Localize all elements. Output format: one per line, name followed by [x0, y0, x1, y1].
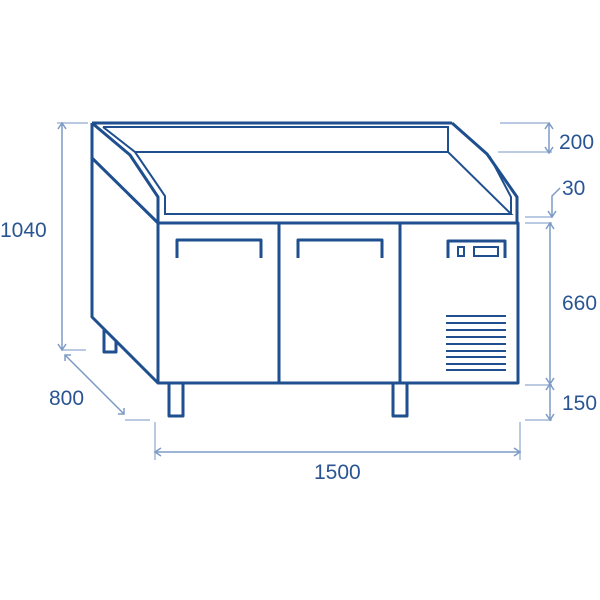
label-top-height: 200 [559, 131, 594, 154]
height-200-line [544, 121, 554, 155]
front-right-leg [391, 383, 409, 418]
label-legs-height: 150 [562, 392, 597, 415]
label-worktop: 30 [562, 177, 585, 200]
label-width: 1500 [314, 461, 361, 484]
dimension-lines [57, 121, 561, 460]
left-inner-rim [102, 126, 514, 215]
door-1-handle [175, 238, 263, 258]
height-660-line [545, 221, 555, 386]
control-panel-frame [446, 239, 507, 258]
right-inner-rim [455, 126, 512, 214]
height-30-line [547, 187, 561, 219]
back-leg [102, 330, 118, 354]
left-side-panel [90, 123, 160, 385]
width-1500-line [153, 447, 522, 457]
cabinet-front [156, 221, 520, 385]
counter-unit [90, 121, 520, 418]
height-150-line [545, 382, 555, 422]
height-1040-line [57, 121, 67, 352]
control-display [473, 246, 499, 257]
door-2-handle [296, 238, 384, 258]
left-rim [91, 121, 160, 223]
depth-800-line [64, 354, 125, 415]
label-body-height: 660 [562, 292, 597, 315]
label-total-height: 1040 [0, 219, 47, 242]
vent-grille [446, 315, 506, 371]
right-rim [451, 121, 519, 223]
control-switch [457, 246, 465, 257]
label-depth: 800 [49, 387, 84, 410]
front-left-leg [167, 383, 185, 418]
